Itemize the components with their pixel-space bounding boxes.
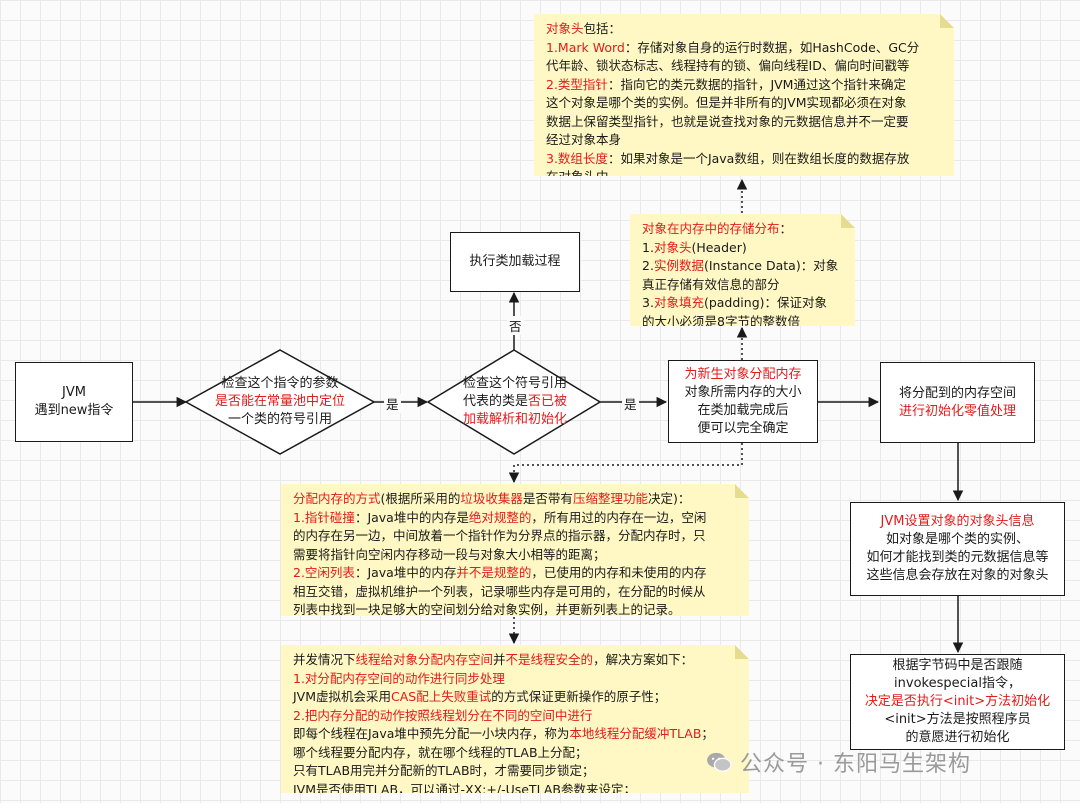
note-concurrency: 并发情况下线程给对象分配内存空间并不是线程安全的，解决方案如下： 1.对分配内存… bbox=[281, 645, 749, 793]
decision-diamond-class-loaded bbox=[426, 349, 602, 455]
edge-label-yes-2: 是 bbox=[622, 394, 639, 413]
decision-class-loaded-text: 检查这个符号引用 代表的类是否已被 加载解析和初始化 bbox=[462, 376, 568, 427]
edge-label-yes-1: 是 bbox=[384, 394, 401, 413]
wechat-icon bbox=[707, 752, 732, 772]
node-allocate-memory: 为新生对象分配内存 对象所需内存的大小 在类加载完成后 便可以完全确定 bbox=[668, 360, 818, 443]
decision-constant-pool-text: 检查这个指令的参数 是否能在常量池中定位 一个类的符号引用 bbox=[214, 376, 345, 427]
note-memory-layout: 对象在内存中的存储分布： 1.对象头(Header) 2.实例数据(Instan… bbox=[630, 214, 855, 326]
note-allocation-method: 分配内存的方式(根据所采用的垃圾收集器是否带有压缩整理功能决定)： 1.指针碰撞… bbox=[281, 484, 749, 616]
edge-label-no: 否 bbox=[507, 316, 524, 335]
watermark-text: 公众号 · 东阳马生架构 bbox=[740, 752, 971, 777]
note-object-header: 对象头包括： 1.Mark Word：存储对象自身的运行时数据，如HashCod… bbox=[534, 14, 954, 176]
watermark: 公众号 · 东阳马生架构 bbox=[706, 746, 971, 778]
edge-alloc-method bbox=[508, 443, 743, 484]
node-start: JVM 遇到new指令 bbox=[15, 362, 133, 442]
decision-diamond-constant-pool bbox=[184, 349, 376, 455]
node-class-loading: 执行类加载过程 bbox=[450, 232, 580, 292]
node-object-header: JVM设置对象的对象头信息 如对象是哪个类的实例、 如何才能找到类的元数据信息等… bbox=[850, 502, 1065, 596]
node-zero-init: 将分配到的内存空间 进行初始化零值处理 bbox=[880, 362, 1035, 443]
node-init-method: 根据字节码中是否跟随 invokespecial指令， 决定是否执行<init>… bbox=[850, 654, 1065, 750]
